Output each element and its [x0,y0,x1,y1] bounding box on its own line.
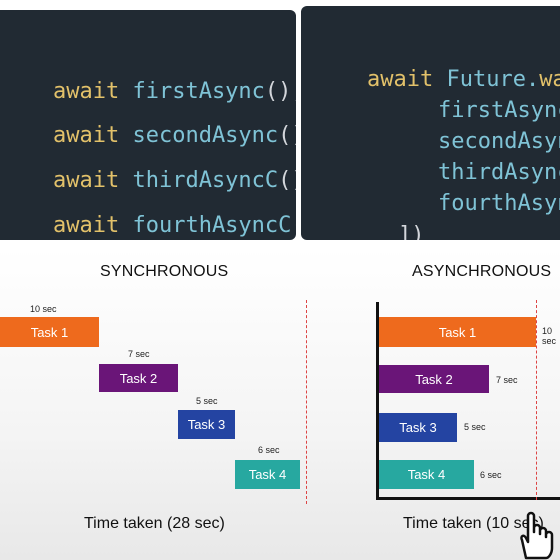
hand-pointer-icon [520,511,554,560]
code-line: await firstAsync(), [0,54,296,129]
async-task-1-duration: 10 sec [542,326,557,346]
async-task-2-bar: Task 2 [379,365,489,393]
code-line: thirdAsyncC(), [385,135,560,210]
code-line: fourthAsyncC(), [385,166,560,240]
await-keyword: await [52,168,120,193]
sync-total-time-marker [306,300,307,504]
async-task-1-bar: Task 1 [379,317,536,347]
async-y-axis [376,302,379,500]
sync-heading: SYNCHRONOUS [100,263,229,280]
sync-task-1-bar: Task 1 [0,317,99,347]
async-task-4-duration: 6 sec [480,470,502,480]
function-name: secondAsync [132,123,279,148]
await-keyword: await [52,213,120,238]
await-keyword: await [52,79,120,104]
function-name: thirdAsyncC [437,160,560,185]
code-line: await secondAsync(), [0,98,296,173]
closing-brackets: ]) [397,223,425,240]
punctuation: (), [291,213,296,238]
future-class-name: Future. [446,67,540,92]
punctuation: (), [278,168,296,193]
async-x-axis [376,497,560,500]
function-name: fourthAsyncC [132,213,292,238]
sync-task-4-duration: 6 sec [258,445,280,455]
async-task-3-bar: Task 3 [379,413,457,442]
punctuation: (), [278,123,296,148]
code-line: secondAsync(), [385,104,560,179]
wait-method-name: wait [539,67,560,92]
punctuation: (), [264,79,296,104]
await-keyword: await [52,123,120,148]
code-line: ]) [345,198,425,240]
code-line: firstAsync(), [385,73,560,148]
async-task-2-duration: 7 sec [496,375,518,385]
async-time-taken: Time taken (10 sec) [403,515,544,532]
function-name: thirdAsyncC [132,168,279,193]
code-line: await thirdAsyncC(), [0,143,296,218]
async-total-time-marker [536,300,537,500]
function-name: firstAsync [437,98,560,123]
future-wait-code-panel: await Future.wait([ firstAsync(), second… [301,6,560,240]
sequential-await-code-panel: await firstAsync(), await secondAsync(),… [0,10,296,240]
function-name: secondAsync [437,129,560,154]
code-line: await fourthAsyncC(), [0,188,296,240]
sync-task-3-bar: Task 3 [178,410,235,439]
timing-diagram-area [0,248,560,560]
await-keyword: await [366,67,434,92]
sync-task-3-duration: 5 sec [196,396,218,406]
async-task-4-bar: Task 4 [379,460,474,489]
sync-task-2-duration: 7 sec [128,349,150,359]
function-name: firstAsync [132,79,265,104]
sync-task-1-duration: 10 sec [30,304,57,314]
sync-time-taken: Time taken (28 sec) [84,515,225,532]
sync-task-4-bar: Task 4 [235,460,300,489]
code-line: await Future.wait([ [314,42,560,117]
function-name: fourthAsyncC [437,191,560,216]
async-heading: ASYNCHRONOUS [412,263,552,280]
sync-task-2-bar: Task 2 [99,364,178,392]
async-task-3-duration: 5 sec [464,422,486,432]
